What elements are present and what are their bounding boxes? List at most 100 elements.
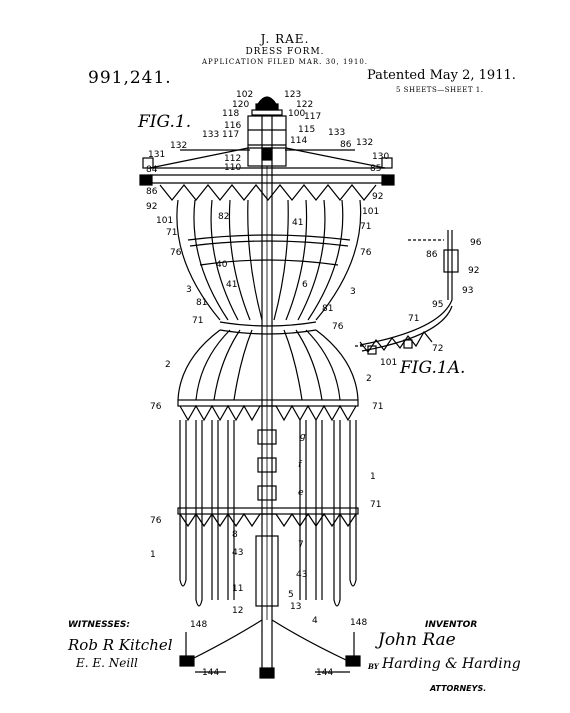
ref-label: 12 [232, 606, 244, 616]
ref-label: 13 [290, 602, 302, 612]
ref-label: 117 [304, 112, 322, 122]
by-label: BY [368, 662, 379, 671]
ref-label: 148 [190, 620, 208, 630]
ref-label: 133 [202, 130, 220, 140]
ref-label: 82 [218, 212, 230, 222]
ref-label: 122 [296, 100, 314, 110]
ref-label: 86 [340, 140, 352, 150]
ref-label: 130 [372, 152, 390, 162]
ref-label: 1 [370, 472, 376, 482]
hip-band [177, 399, 359, 422]
ref-label: 7 [298, 540, 304, 550]
ref-label: 41 [226, 280, 238, 290]
ref-label: 8 [232, 530, 238, 540]
ref-label: 93 [462, 286, 474, 296]
stand-base [179, 619, 361, 679]
ref-label: 132 [170, 141, 188, 151]
ref-label: 2 [366, 374, 372, 384]
ref-label: 96 [470, 238, 482, 248]
ref-label: 112 [224, 154, 242, 164]
figure-1-title: FIG.1. [138, 112, 192, 132]
figure-1a-title: FIG.1A. [400, 358, 466, 378]
ref-label: 101 [380, 358, 398, 368]
ref-label: 72 [432, 344, 444, 354]
ref-label: 71 [166, 228, 178, 238]
ref-label: 76 [170, 248, 182, 258]
ref-label: 144 [202, 668, 220, 678]
ref-label: 114 [290, 136, 308, 146]
ref-label: 86 [146, 187, 158, 197]
fig1a-detail [355, 230, 459, 355]
ref-label: 43 [296, 570, 308, 580]
ref-label: 43 [232, 548, 244, 558]
ref-label: 115 [298, 125, 316, 135]
ref-label: 76 [332, 322, 344, 332]
skirt-staves [179, 420, 357, 607]
ref-label: 100 [288, 109, 306, 119]
ref-label: 117 [222, 130, 240, 140]
sheet-count: 5 SHEETS—SHEET 1. [396, 86, 484, 94]
ref-label: 11 [232, 584, 244, 594]
witness-signature-1: Rob R Kitchel [68, 636, 173, 654]
ref-label: 110 [224, 163, 242, 173]
inventor-signature: John Rae [378, 630, 456, 650]
inventor-name-header: J. RAE. [260, 32, 310, 46]
patented-date: Patented May 2, 1911. [367, 68, 516, 83]
ref-label: 133 [328, 128, 346, 138]
patent-number: 991,241. [88, 68, 172, 88]
ref-label: 116 [224, 121, 242, 131]
ref-label: 71 [370, 500, 382, 510]
ref-label: 120 [232, 100, 250, 110]
ref-label: 92 [372, 192, 384, 202]
ref-label: 118 [222, 109, 240, 119]
ref-label: f [298, 460, 302, 470]
ref-label: 40 [216, 260, 228, 270]
ref-label: 2 [165, 360, 171, 370]
patent-title: DRESS FORM. [245, 47, 325, 57]
ref-label: 71 [360, 222, 372, 232]
ref-label: 4 [312, 616, 318, 626]
central-column [261, 166, 273, 620]
ref-label: 144 [316, 668, 334, 678]
ref-label: 95 [432, 300, 444, 310]
ref-label: 71 [372, 402, 384, 412]
ref-label: 5 [288, 590, 294, 600]
ref-label: 6 [302, 280, 308, 290]
ref-label: g [300, 432, 306, 442]
ref-label: 92 [468, 266, 480, 276]
witness-signature-2: E. E. Neill [76, 656, 138, 670]
attorneys-label: ATTORNEYS. [430, 684, 487, 693]
ref-label: 101 [362, 207, 380, 217]
ref-label: 123 [284, 90, 302, 100]
ref-label: 81 [322, 304, 334, 314]
hip-ribs [177, 329, 359, 401]
column-details [255, 429, 279, 607]
ref-label: 132 [356, 138, 374, 148]
shoulder-plate [139, 147, 395, 186]
application-filed: APPLICATION FILED MAR. 30, 1910. [202, 58, 368, 66]
lower-skirt-band [177, 507, 359, 528]
top-knob [251, 96, 283, 116]
ref-label: 76 [360, 248, 372, 258]
bust-zigzag [159, 184, 377, 201]
ref-label: 76 [150, 402, 162, 412]
ref-label: 102 [236, 90, 254, 100]
neck-block [247, 115, 287, 167]
attorney-signature: Harding & Harding [382, 656, 521, 672]
ref-label: 41 [292, 218, 304, 228]
ref-label: 92 [146, 202, 158, 212]
ref-label: 81 [196, 298, 208, 308]
ref-label: 131 [148, 150, 166, 160]
waist-band [219, 321, 317, 335]
inventor-label: INVENTOR [425, 620, 478, 630]
ref-label: 3 [186, 285, 192, 295]
ref-label: e [298, 488, 304, 498]
ref-label: 86 [426, 250, 438, 260]
ref-label: 71 [408, 314, 420, 324]
ref-label: 76 [150, 516, 162, 526]
ref-label: 1 [150, 550, 156, 560]
ref-label: 85 [370, 164, 382, 174]
ref-label: 3 [350, 287, 356, 297]
witnesses-label: WITNESSES: [68, 620, 130, 630]
